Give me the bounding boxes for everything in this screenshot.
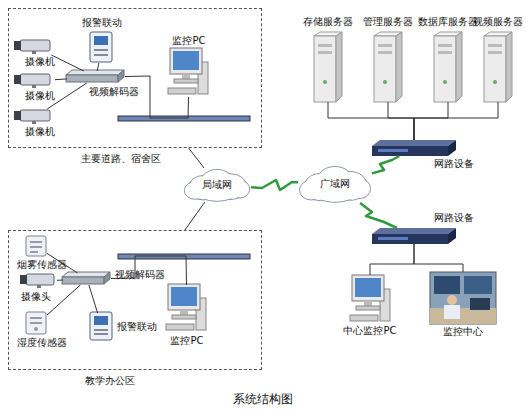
zone-box: 主要道路、宿舍区报警联动摄像机摄像机摄像机视频解码器监控PC bbox=[8, 8, 262, 148]
node-label: 管理服务器 bbox=[363, 16, 413, 28]
network-device: 网路设备 bbox=[372, 140, 456, 156]
node-label: 中心监控PC bbox=[343, 325, 396, 337]
cloud-label: 局域网 bbox=[202, 179, 232, 191]
zone-box: 教学办公区烟雾传感器摄像头湿度传感器视频解码器报警联动监控PC bbox=[8, 230, 262, 370]
node-label: 主要道路、宿舍区 bbox=[81, 153, 161, 165]
node-label: 网路设备 bbox=[434, 158, 474, 170]
node-label: 摄像机 bbox=[25, 126, 55, 138]
node-label: 摄像机 bbox=[25, 56, 55, 68]
server: 视频服务器 bbox=[484, 32, 512, 102]
node-label: 湿度传感器 bbox=[17, 337, 67, 349]
node-label: 摄像机 bbox=[25, 90, 55, 102]
cable-line bbox=[57, 280, 63, 281]
cable-line bbox=[388, 102, 414, 140]
cable-line bbox=[55, 78, 67, 80]
node-label: 视频服务器 bbox=[473, 16, 523, 28]
cable-line bbox=[370, 244, 414, 275]
monitor-pc: 监控PC bbox=[169, 49, 209, 97]
video-decoder: 视频解码器 bbox=[67, 71, 125, 83]
node-label: 报警联动 bbox=[117, 321, 157, 333]
camera: 摄像头 bbox=[21, 273, 57, 289]
network-cloud: 广域网 bbox=[298, 165, 372, 203]
server: 存储服务器 bbox=[314, 32, 342, 102]
control-room: 监控中心 bbox=[430, 272, 496, 324]
cable-line bbox=[185, 202, 205, 230]
node-label: 监控PC bbox=[170, 335, 203, 347]
monitor-pc: 监控PC bbox=[167, 285, 207, 333]
server-icon bbox=[374, 32, 402, 102]
node-label: 摄像头 bbox=[21, 291, 51, 303]
camera-icon bbox=[14, 74, 50, 88]
wireless-link bbox=[251, 180, 298, 190]
network-device: 网路设备 bbox=[372, 228, 456, 244]
node-label: 报警联动 bbox=[82, 17, 122, 29]
decoder-icon bbox=[62, 272, 110, 284]
server-icon bbox=[434, 32, 462, 102]
control-room-photo bbox=[430, 272, 496, 324]
cable-line bbox=[414, 102, 448, 140]
cable-line bbox=[51, 55, 84, 71]
server-icon bbox=[484, 32, 512, 102]
router-icon bbox=[372, 140, 456, 156]
node-label: 烟雾传感器 bbox=[17, 259, 67, 271]
wireless-link bbox=[360, 203, 397, 228]
node-label: 监控PC bbox=[172, 35, 205, 47]
decoder-icon bbox=[66, 70, 124, 82]
server-icon bbox=[314, 32, 342, 102]
camera-icon bbox=[14, 110, 50, 124]
network-cloud: 局域网 bbox=[183, 168, 251, 202]
node-label: 数据库服务器 bbox=[418, 16, 478, 28]
sensor-icon bbox=[26, 312, 46, 334]
alarm-icon bbox=[90, 312, 112, 340]
camera-icon bbox=[14, 40, 50, 54]
cable-line bbox=[111, 256, 187, 285]
node-label: 视频解码器 bbox=[89, 86, 139, 98]
wireless-link bbox=[372, 156, 399, 173]
cable-line bbox=[97, 63, 99, 71]
camera: 摄像机 bbox=[15, 73, 55, 89]
node-label: 存储服务器 bbox=[303, 16, 353, 28]
node-label: 监控中心 bbox=[443, 326, 483, 338]
cable-line bbox=[47, 285, 80, 315]
pc-icon bbox=[350, 275, 390, 321]
alarm-device: 报警联动 bbox=[91, 33, 113, 63]
node-label: 网路设备 bbox=[434, 212, 474, 224]
figure-caption: 系统结构图 bbox=[0, 392, 526, 406]
cable-line bbox=[414, 244, 463, 272]
video-decoder: 视频解码器 bbox=[63, 273, 111, 285]
camera: 摄像机 bbox=[15, 109, 55, 125]
smoke-sensor: 烟雾传感器 bbox=[27, 237, 47, 257]
cable-line bbox=[89, 285, 98, 313]
server: 管理服务器 bbox=[374, 32, 402, 102]
router-icon bbox=[372, 228, 456, 244]
server: 数据库服务器 bbox=[434, 32, 462, 102]
node-label: 视频解码器 bbox=[115, 269, 165, 281]
alarm-device: 报警联动 bbox=[91, 313, 113, 341]
cable-line bbox=[328, 102, 414, 140]
sensor-icon bbox=[26, 236, 46, 256]
alarm-icon bbox=[90, 32, 112, 62]
monitor-pc: 中心监控PC bbox=[350, 275, 390, 323]
camera-icon bbox=[20, 274, 54, 288]
cloud-label: 广域网 bbox=[320, 178, 350, 190]
pc-icon bbox=[168, 48, 208, 94]
node-label: 教学办公区 bbox=[85, 375, 135, 387]
cable-line bbox=[189, 148, 204, 168]
humidity-sensor: 湿度传感器 bbox=[27, 313, 47, 335]
cable-line bbox=[414, 102, 498, 140]
camera: 摄像机 bbox=[15, 39, 55, 55]
pc-icon bbox=[166, 284, 206, 330]
